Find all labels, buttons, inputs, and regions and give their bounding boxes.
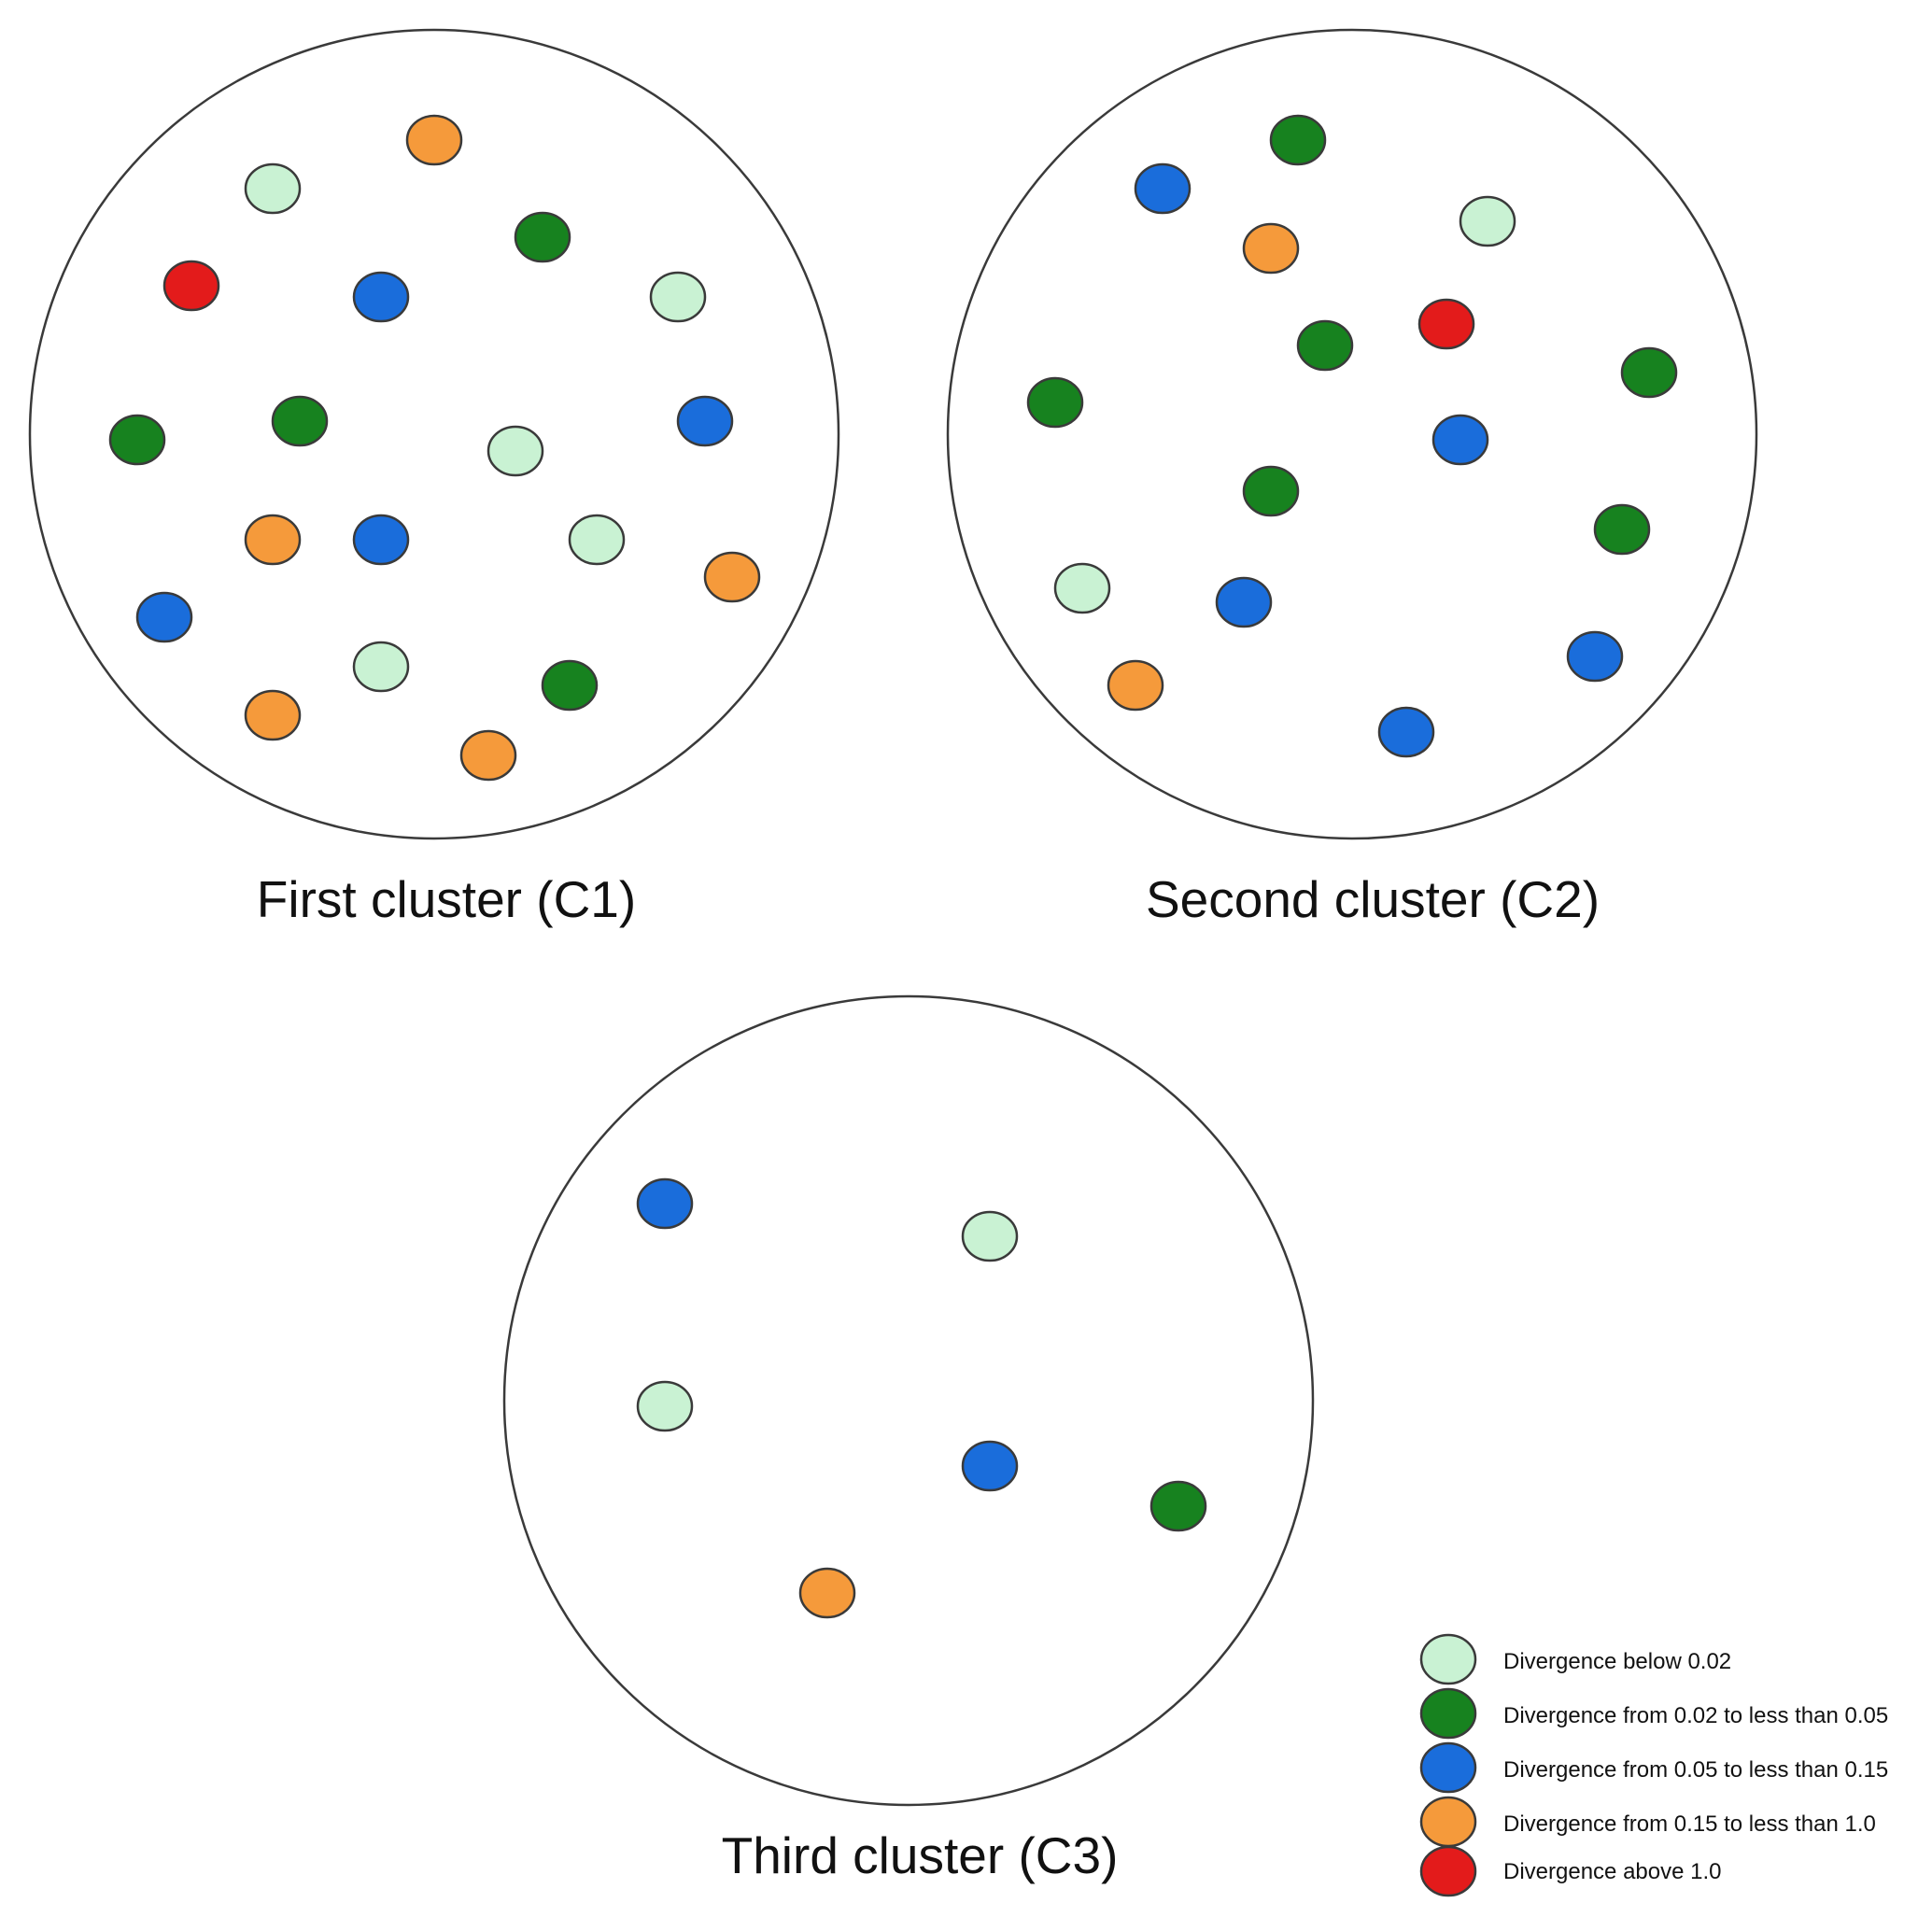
dot-c3-lightgreen [961, 1210, 1019, 1262]
cluster-label-c2: Second cluster (C2) [1146, 870, 1600, 928]
legend-label-orange: Divergence from 0.15 to less than 1.0 [1503, 1811, 1876, 1837]
dot-c1-blue [135, 591, 193, 643]
dot-c1-lightgreen [568, 514, 626, 566]
legend-swatch-green [1419, 1687, 1477, 1740]
dot-c1-orange [703, 551, 761, 603]
legend-item-green: Divergence from 0.02 to less than 0.05 [1419, 1687, 1888, 1740]
cluster-boundary-c3 [502, 994, 1315, 1807]
dot-c1-green [541, 659, 599, 712]
legend-label-blue: Divergence from 0.05 to less than 0.15 [1503, 1757, 1888, 1783]
dot-c2-green [1620, 346, 1678, 399]
dot-c2-blue [1377, 706, 1435, 758]
dot-c3-orange [798, 1567, 856, 1619]
clusters-layer [28, 28, 1758, 1807]
legend-label-green: Divergence from 0.02 to less than 0.05 [1503, 1703, 1888, 1728]
legend-item-lightgreen: Divergence below 0.02 [1419, 1633, 1731, 1685]
dot-c3-blue [961, 1440, 1019, 1492]
dot-c2-orange [1242, 222, 1300, 275]
dot-c3-blue [636, 1177, 694, 1230]
dot-c1-blue [352, 271, 410, 323]
dot-c1-lightgreen [244, 162, 302, 215]
dot-c1-green [108, 414, 166, 466]
dot-c2-green [1593, 503, 1651, 556]
dot-c1-green [514, 211, 571, 263]
dot-c2-blue [1215, 576, 1273, 628]
dot-c2-green [1269, 114, 1327, 166]
dot-c1-blue [352, 514, 410, 566]
dot-c1-lightgreen [487, 425, 544, 477]
legend-swatch-lightgreen [1419, 1633, 1477, 1685]
cluster-c1 [28, 28, 840, 840]
legend-swatch-orange [1419, 1796, 1477, 1848]
legend-label-lightgreen: Divergence below 0.02 [1503, 1649, 1731, 1674]
dot-c2-orange [1107, 659, 1164, 712]
dot-c2-green [1296, 319, 1354, 372]
cluster-boundary-c2 [946, 28, 1758, 840]
dot-c2-green [1026, 376, 1084, 429]
dot-c1-lightgreen [649, 271, 707, 323]
legend: Divergence below 0.02 Divergence from 0.… [1419, 1633, 1888, 1897]
cluster-label-c3: Third cluster (C3) [722, 1826, 1119, 1884]
cluster-boundary-c1 [28, 28, 840, 840]
dot-c3-lightgreen [636, 1380, 694, 1432]
dot-c1-green [271, 395, 329, 447]
legend-swatch-red [1419, 1845, 1477, 1897]
legend-item-blue: Divergence from 0.05 to less than 0.15 [1419, 1741, 1888, 1794]
legend-swatch-blue [1419, 1741, 1477, 1794]
cluster-label-c1: First cluster (C1) [257, 870, 636, 928]
dot-c1-orange [244, 689, 302, 741]
dot-c1-blue [676, 395, 734, 447]
dot-c1-orange [405, 114, 463, 166]
legend-label-red: Divergence above 1.0 [1503, 1859, 1721, 1884]
dot-c3-green [1149, 1480, 1207, 1532]
dot-c2-lightgreen [1459, 195, 1516, 247]
dot-c1-lightgreen [352, 641, 410, 693]
dot-c2-blue [1566, 630, 1624, 683]
dot-c2-blue [1431, 414, 1489, 466]
dot-c1-orange [459, 729, 517, 782]
dot-c2-blue [1134, 162, 1192, 215]
legend-item-red: Divergence above 1.0 [1419, 1845, 1721, 1897]
cluster-c2 [946, 28, 1758, 840]
legend-item-orange: Divergence from 0.15 to less than 1.0 [1419, 1796, 1876, 1848]
dot-c1-orange [244, 514, 302, 566]
dot-c2-green [1242, 465, 1300, 517]
dot-c2-red [1417, 298, 1475, 350]
cluster-c3 [502, 994, 1315, 1807]
dot-c1-red [162, 260, 220, 312]
dot-c2-lightgreen [1053, 562, 1111, 614]
